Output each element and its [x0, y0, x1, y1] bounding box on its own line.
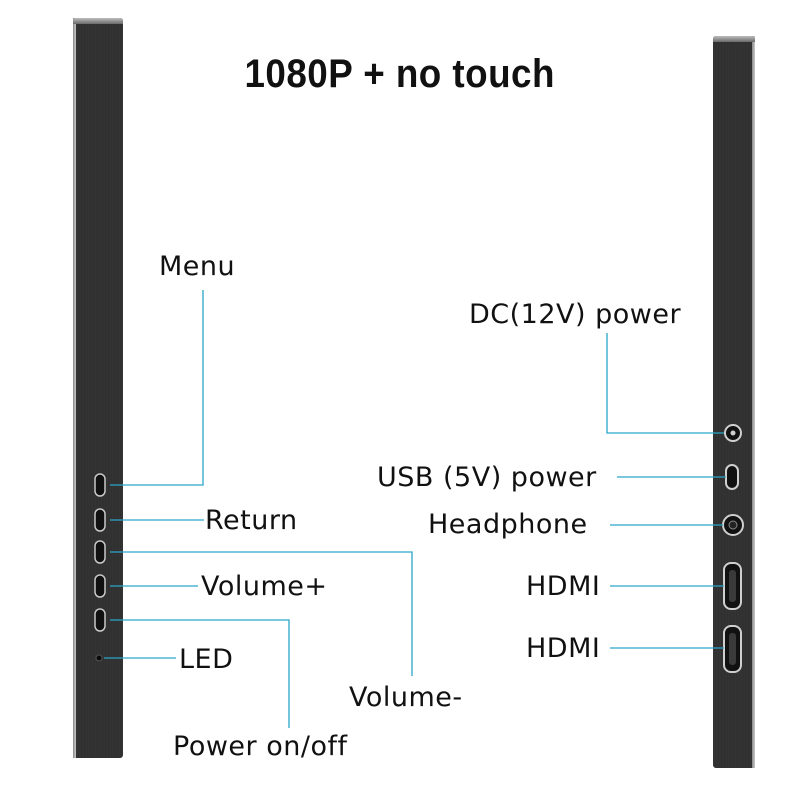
hdmi-2-label: HDMI — [526, 635, 600, 662]
left-buttons — [95, 474, 105, 631]
hdmi-1-label: HDMI — [526, 573, 600, 600]
volume-minus-label: Volume- — [349, 684, 463, 711]
right-ports — [723, 425, 743, 672]
menu-button-icon — [95, 474, 105, 496]
usb-power-label: USB (5V) power — [377, 464, 597, 491]
volume-minus-button-icon — [95, 541, 105, 563]
return-label: Return — [205, 507, 298, 534]
led-indicator-icon — [96, 655, 102, 661]
menu-leader-line — [110, 290, 203, 485]
dc-power-leader-line — [607, 333, 724, 433]
headphone-label: Headphone — [428, 511, 588, 538]
led-label: LED — [179, 646, 233, 673]
return-button-icon — [95, 509, 105, 531]
dc-power-label: DC(12V) power — [469, 301, 681, 328]
power-button-icon — [95, 609, 105, 631]
power-label: Power on/off — [173, 733, 347, 760]
usb-power-port-icon — [726, 465, 738, 489]
volume-plus-label: Volume+ — [201, 573, 328, 600]
volume-plus-button-icon — [95, 575, 105, 597]
menu-label: Menu — [159, 253, 235, 280]
